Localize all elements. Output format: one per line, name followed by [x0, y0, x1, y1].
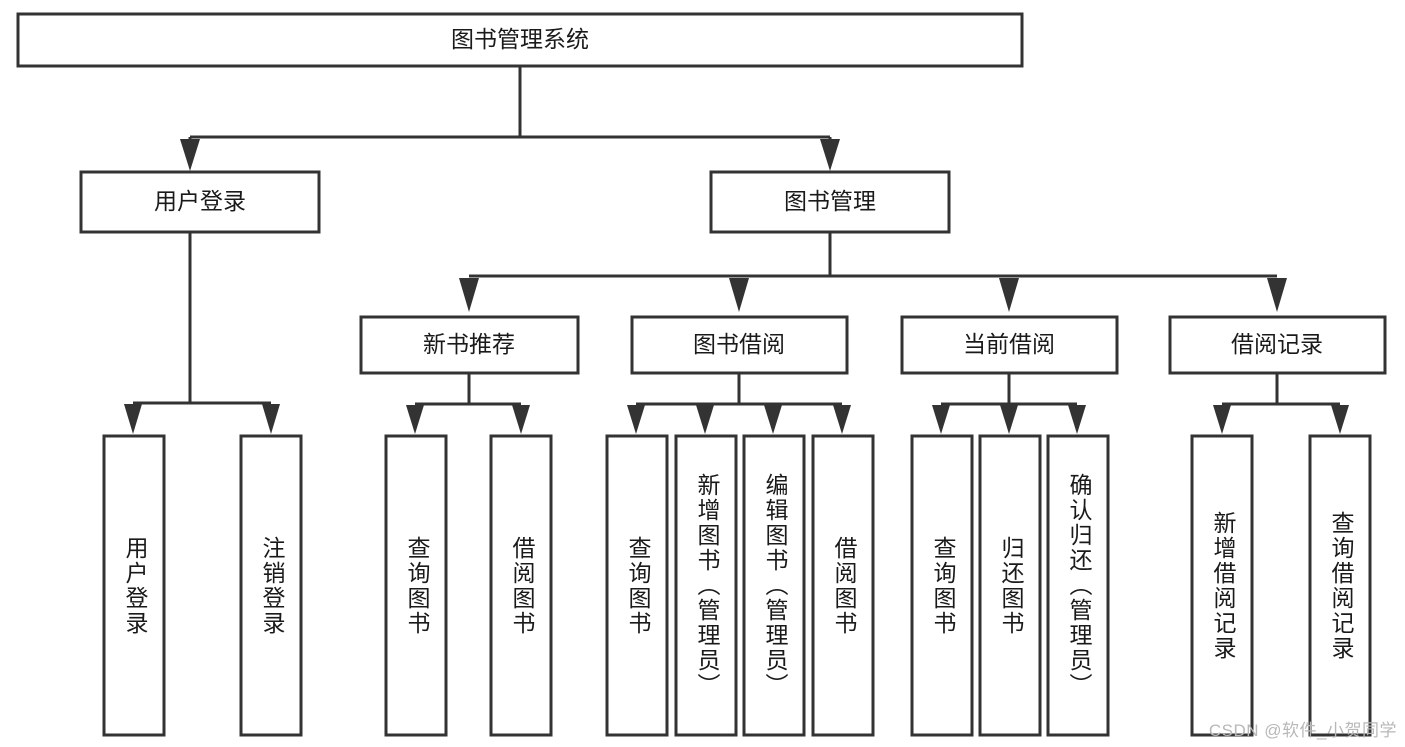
- node-book-borrow[interactable]: [630, 315, 849, 375]
- label-layer: 图书管理系统 用户登录 图书管理 新书推荐 图书借阅 当前借阅 借阅记录: [154, 26, 1323, 357]
- leaf-current-confirm-return[interactable]: [1046, 434, 1110, 737]
- node-root[interactable]: [16, 12, 1024, 68]
- arrow-record-query: [1331, 405, 1349, 434]
- leaf-logout[interactable]: [239, 434, 303, 737]
- arrow-borrow-edit: [764, 405, 782, 434]
- arrow-borrow-lend: [833, 405, 851, 434]
- leaf-borrow-query-book[interactable]: [605, 434, 669, 737]
- label-current-borrow: 当前借阅: [963, 331, 1055, 357]
- node-book-management[interactable]: [709, 170, 951, 234]
- arrow-current-confirm: [1068, 405, 1086, 434]
- arrow-to-user-login: [180, 139, 200, 171]
- leaf-user-login[interactable]: [102, 434, 166, 737]
- label-borrow-record: 借阅记录: [1231, 331, 1323, 357]
- label-book-borrow: 图书借阅: [693, 331, 785, 357]
- leaf-record-query[interactable]: [1308, 434, 1372, 737]
- node-new-book-recommend[interactable]: [359, 315, 580, 375]
- arrow-to-book-mgmt: [820, 139, 840, 171]
- label-user-login: 用户登录: [154, 188, 246, 214]
- node-layer: [16, 12, 1387, 737]
- leaf-borrow-add-book[interactable]: [674, 434, 738, 737]
- arrow-newbook-query: [406, 405, 424, 434]
- arrow-to-borrow-record: [1267, 278, 1287, 312]
- arrow-to-leaf-logout: [262, 404, 280, 434]
- label-book-management: 图书管理: [784, 188, 876, 214]
- leaf-borrow-edit-book[interactable]: [742, 434, 806, 737]
- arrow-record-add: [1213, 405, 1231, 434]
- arrow-to-book-borrow: [729, 278, 749, 312]
- connector-layer: [124, 66, 1349, 434]
- leaf-borrow-lend-book[interactable]: [811, 434, 875, 737]
- leaf-newbook-borrow-book[interactable]: [489, 434, 553, 737]
- arrow-borrow-add: [696, 405, 714, 434]
- arrow-to-leaf-user-login: [124, 404, 142, 434]
- arrow-borrow-query: [627, 405, 645, 434]
- csdn-watermark: CSDN @软件_小贺同学: [1208, 721, 1397, 740]
- arrow-to-current-borrow: [999, 278, 1019, 312]
- node-user-login[interactable]: [79, 170, 321, 234]
- arrow-to-new-book-recommend: [459, 278, 479, 312]
- leaf-current-query-book[interactable]: [910, 434, 974, 737]
- leaf-newbook-query-book[interactable]: [384, 434, 448, 737]
- arrow-current-query: [932, 405, 950, 434]
- leaf-current-return-book[interactable]: [978, 434, 1042, 737]
- node-borrow-record[interactable]: [1168, 315, 1387, 375]
- label-new-book-recommend: 新书推荐: [423, 331, 515, 357]
- label-root: 图书管理系统: [451, 26, 589, 52]
- leaf-record-add[interactable]: [1190, 434, 1254, 737]
- node-current-borrow[interactable]: [900, 315, 1119, 375]
- arrow-current-return: [1000, 405, 1018, 434]
- arrow-newbook-borrow: [512, 405, 530, 434]
